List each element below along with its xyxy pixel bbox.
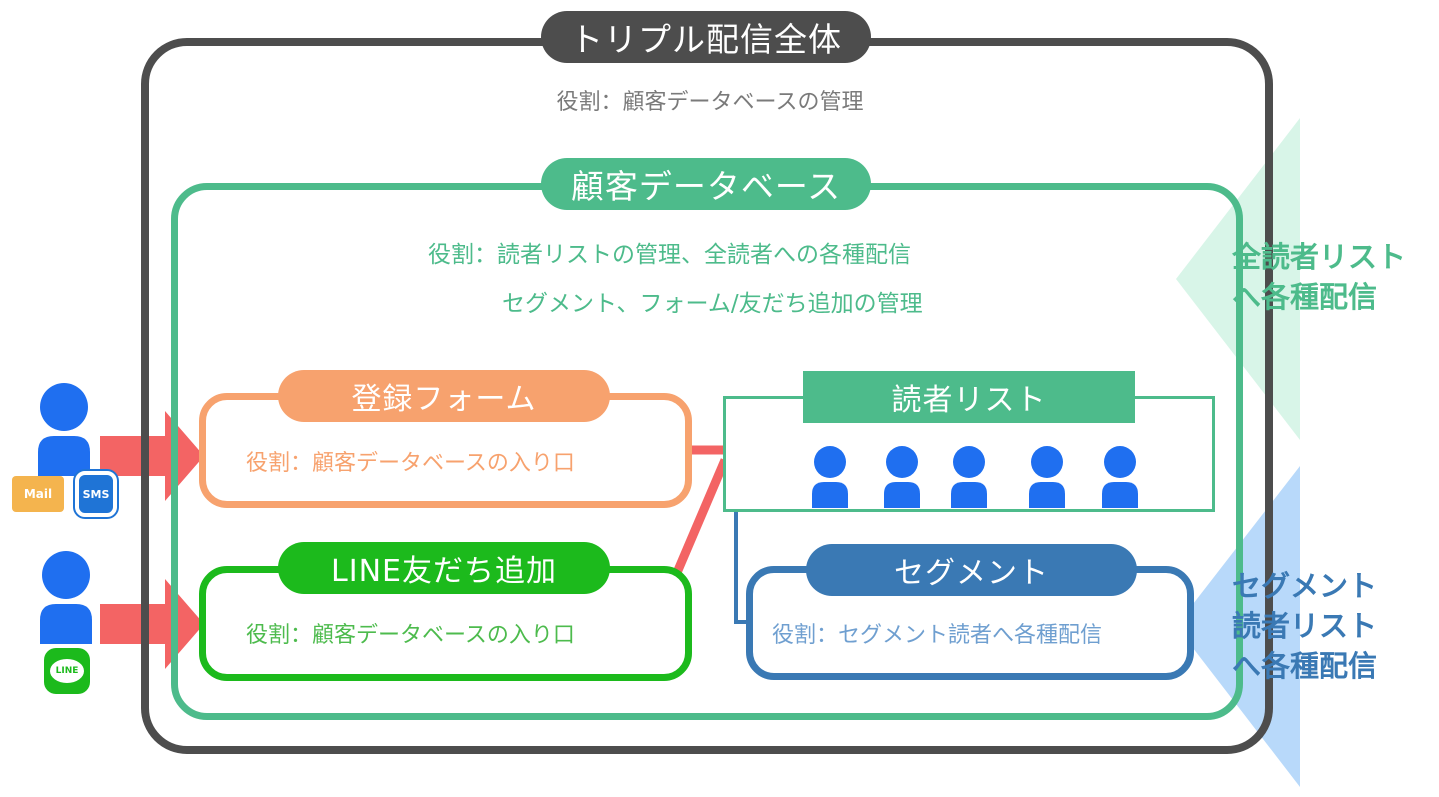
arrow-right-icon [100, 411, 204, 501]
reader-list-title: 読者リスト [803, 371, 1135, 423]
all-readers-delivery-note: 全読者リスト へ各種配信 [1232, 237, 1406, 317]
line-app-icon: LINE [44, 648, 90, 694]
triple-delivery-title: トリプル配信全体 [541, 11, 871, 63]
all-readers-note-line2: へ各種配信 [1232, 280, 1378, 314]
segment-note-line2: 読者リスト [1232, 609, 1378, 643]
reader-list-people [812, 446, 1138, 508]
reader-user-icon [812, 446, 848, 508]
line-friend-add-title: LINE友だち追加 [278, 542, 610, 594]
customer-database-title: 顧客データベース [541, 158, 871, 210]
mail-icon: Mail [12, 476, 64, 512]
all-readers-note-line1: 全読者リスト [1232, 240, 1407, 274]
user-icon [38, 383, 90, 476]
registration-form-role: 役割：顧客データベースの入り口 [246, 451, 575, 476]
segment-title: セグメント [806, 544, 1137, 596]
connector-line-to-readers [671, 458, 730, 577]
customer-database-role-line2: セグメント、フォーム/友だち追加の管理 [502, 291, 923, 317]
arrow-right-icon [100, 579, 204, 669]
line-friend-add-role: 役割：顧客データベースの入り口 [246, 623, 575, 648]
reader-user-icon [884, 446, 920, 508]
segment-role: 役割：セグメント読者へ各種配信 [772, 623, 1103, 648]
segment-note-line3: へ各種配信 [1232, 649, 1378, 683]
line-app-label: LINE [50, 659, 84, 683]
reader-user-icon [1029, 446, 1065, 508]
user-icon [40, 551, 92, 644]
segment-note-line1: セグメント [1232, 569, 1378, 603]
connector-readers-to-segment [734, 512, 750, 624]
triple-delivery-role: 役割：顧客データベースの管理 [556, 90, 864, 115]
reader-user-icon [1102, 446, 1138, 508]
segment-delivery-note: セグメント 読者リスト へ各種配信 [1232, 566, 1377, 686]
customer-database-role-line1: 役割：読者リストの管理、全読者への各種配信 [428, 242, 911, 268]
registration-form-title: 登録フォーム [278, 370, 610, 422]
reader-user-icon [951, 446, 987, 508]
sms-phone-icon: SMS [75, 471, 117, 517]
